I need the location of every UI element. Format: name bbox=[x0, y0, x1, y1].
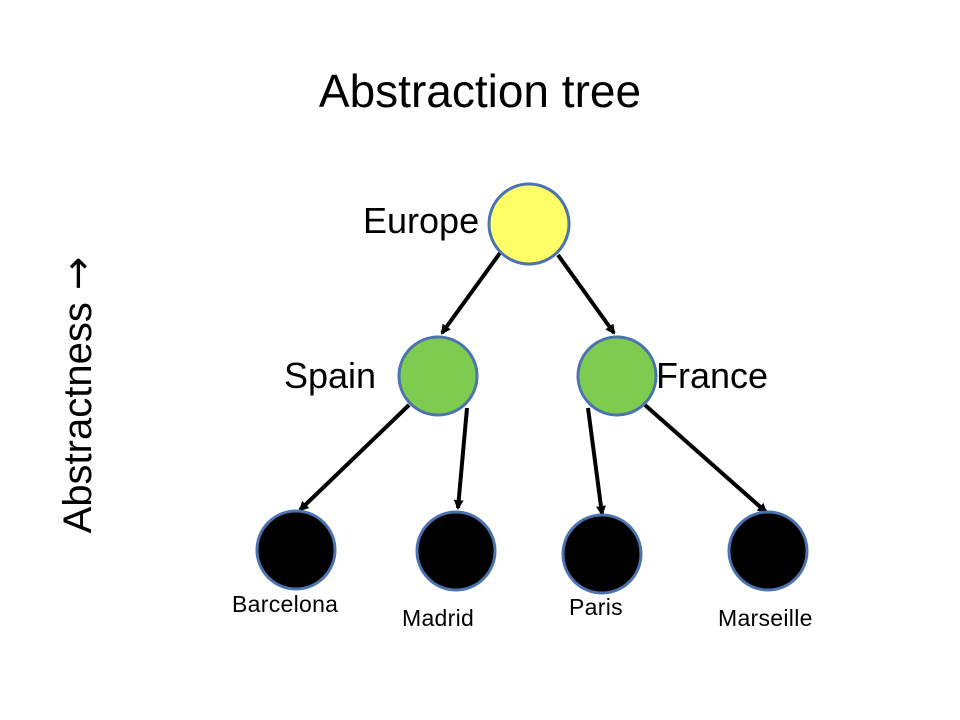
label-france: France bbox=[656, 355, 769, 396]
node-madrid bbox=[415, 510, 497, 592]
edge-france-paris bbox=[586, 407, 606, 516]
node-marseille bbox=[727, 510, 809, 592]
label-marseille: Marseille bbox=[718, 605, 813, 631]
edge-spain-madrid bbox=[453, 407, 469, 510]
node-spain bbox=[397, 335, 479, 417]
label-barcelona: Barcelona bbox=[232, 591, 339, 617]
edge-europe-france bbox=[556, 253, 616, 335]
node-france bbox=[576, 335, 658, 417]
label-spain: Spain bbox=[284, 355, 377, 396]
edge-france-marseille bbox=[643, 403, 768, 514]
node-europe bbox=[487, 182, 571, 266]
node-paris bbox=[561, 513, 643, 595]
label-paris: Paris bbox=[569, 594, 623, 620]
node-barcelona bbox=[255, 509, 337, 591]
label-europe: Europe bbox=[363, 200, 480, 241]
label-madrid: Madrid bbox=[402, 605, 475, 631]
edge-europe-spain bbox=[440, 251, 502, 335]
slide-title: Abstraction tree bbox=[318, 65, 642, 117]
edge-spain-barcelona bbox=[298, 403, 411, 512]
